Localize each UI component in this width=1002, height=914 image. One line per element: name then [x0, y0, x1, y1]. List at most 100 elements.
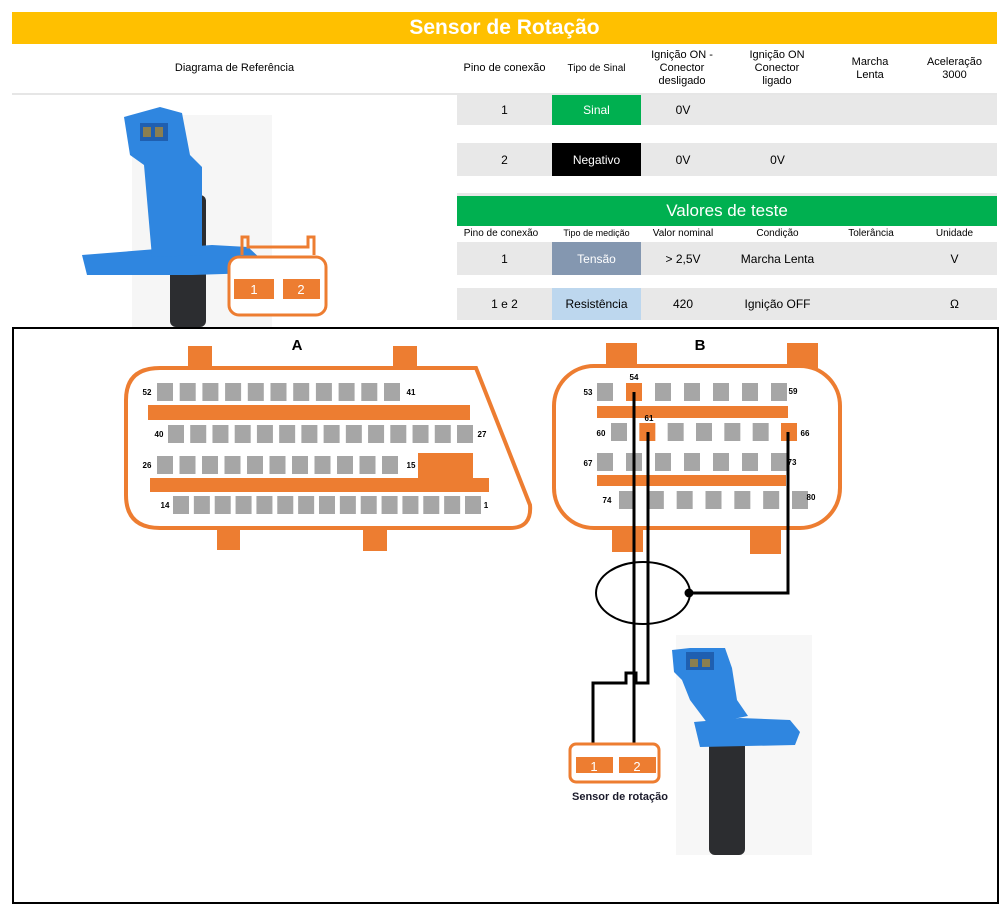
- connector-pin: [705, 491, 722, 509]
- nominal-cell: > 2,5V: [665, 251, 701, 266]
- connector-pin: [597, 453, 613, 471]
- connector-pin: [465, 496, 481, 514]
- ref-connector-icon: 1 2: [227, 235, 328, 317]
- wiring-diagram-frame: [12, 327, 999, 904]
- pin-cell: 1 e 2: [491, 297, 518, 311]
- pin-number-label: 73: [788, 458, 797, 467]
- unit-cell: V: [950, 251, 959, 266]
- connector-pin: [684, 453, 700, 471]
- connector-pin: [256, 496, 273, 514]
- connector-pin: [235, 496, 252, 514]
- pin-number-label: 14: [161, 501, 170, 510]
- connector-pin: [202, 456, 218, 474]
- connector-pin: [655, 383, 671, 401]
- condition-cell: Ignição OFF: [744, 297, 811, 311]
- connector-pin: [382, 456, 398, 474]
- connector-pin: [384, 383, 400, 401]
- pin-number-label: 66: [801, 429, 810, 438]
- th-nominal: Valor nominal: [652, 227, 714, 239]
- pin-number-label: 1: [484, 501, 489, 510]
- pin-number-label: 61: [645, 414, 654, 423]
- connector-pin: [368, 425, 385, 443]
- sensor-pin-2: 2: [633, 759, 640, 774]
- header-ign-on: Ignição ON Conector ligado: [749, 49, 805, 87]
- connector-pin: [179, 456, 196, 474]
- connector-pin: [247, 383, 264, 401]
- connector-pin: [319, 496, 335, 514]
- ref-pin-1: 1: [250, 282, 257, 297]
- connector-pin: [360, 496, 377, 514]
- header-ign-off: Ignição ON - Conector desligado: [651, 49, 713, 87]
- pin-number-label: 74: [603, 496, 612, 505]
- connector-a-label: A: [292, 337, 303, 354]
- connector-pin: [292, 456, 308, 474]
- connector-pin: [270, 383, 287, 401]
- th-tolerance: Tolerância: [848, 227, 894, 239]
- connector-pin: [647, 491, 664, 509]
- page-title: Sensor de Rotação: [12, 12, 997, 44]
- connector-pin: [742, 383, 758, 401]
- connector-pin: [339, 496, 356, 514]
- pin-number-label: 52: [143, 388, 152, 397]
- pin-number-label: 40: [155, 430, 164, 439]
- connector-pin: [190, 425, 207, 443]
- connector-pin: [212, 425, 229, 443]
- connector-pin: [792, 491, 808, 509]
- signal-type-badge: Sinal: [552, 95, 641, 125]
- connector-pin: [314, 456, 331, 474]
- connector-pin: [256, 425, 273, 443]
- measure-badge: Resistência: [552, 288, 641, 320]
- connector-pin: [676, 491, 693, 509]
- connector-pin: [359, 456, 376, 474]
- connector-pin: [763, 491, 780, 509]
- connector-pin: [179, 383, 196, 401]
- test-row-1: 1 Tensão > 2,5V Marcha Lenta V: [457, 242, 997, 275]
- pin-number-label: 53: [584, 388, 593, 397]
- connector-pin: [214, 496, 231, 514]
- connector-pin: [423, 496, 440, 514]
- connector-pin: [338, 383, 355, 401]
- pin-number-label: 15: [407, 461, 416, 470]
- connector-pin: [173, 496, 189, 514]
- connector-pin: [696, 423, 712, 441]
- signal-type-badge: Negativo: [552, 143, 641, 176]
- unit-cell: Ω: [950, 297, 959, 311]
- th-measure: Tipo de medição: [563, 228, 630, 238]
- reference-diagram: 1 2: [82, 107, 328, 327]
- connector-pin: [298, 496, 315, 514]
- connector-pin: [771, 383, 787, 401]
- connector-pin: [337, 456, 353, 474]
- connector-pin: [412, 425, 429, 443]
- test-values-title: Valores de teste: [457, 196, 997, 226]
- connector-pin: [193, 496, 210, 514]
- connector-pin: [655, 453, 671, 471]
- connector-pin: [381, 496, 398, 514]
- wires: [591, 392, 790, 745]
- th-unit: Unidade: [935, 227, 974, 239]
- signal-row-2: 2 Negativo 0V 0V: [457, 143, 997, 176]
- signal-row-1: 1 Sinal 0V: [457, 95, 997, 125]
- connector-b: B: [552, 337, 842, 554]
- pin-number-label: 26: [143, 461, 152, 470]
- pin-number-label: 41: [407, 388, 416, 397]
- connector-pin: [224, 456, 241, 474]
- connector-pin: [457, 425, 473, 443]
- pin-number-label: 54: [630, 373, 639, 382]
- connector-pin: [301, 425, 318, 443]
- connector-pin: [684, 383, 700, 401]
- pin-number-label: 60: [597, 429, 606, 438]
- sensor-connector: 1 2 Sensor de rotação: [568, 742, 668, 803]
- connector-pin: [225, 383, 242, 401]
- connector-pin: [619, 491, 635, 509]
- pin-number-label: 59: [789, 387, 798, 396]
- connector-pin: [713, 383, 729, 401]
- connector-pin: [713, 453, 729, 471]
- th-condition: Condição: [756, 227, 799, 239]
- header-idle: Marcha Lenta: [851, 55, 889, 81]
- connector-pin: [752, 423, 769, 441]
- pin-number-label: 67: [584, 459, 593, 468]
- connector-a: A: [124, 337, 533, 551]
- divider: [457, 193, 997, 196]
